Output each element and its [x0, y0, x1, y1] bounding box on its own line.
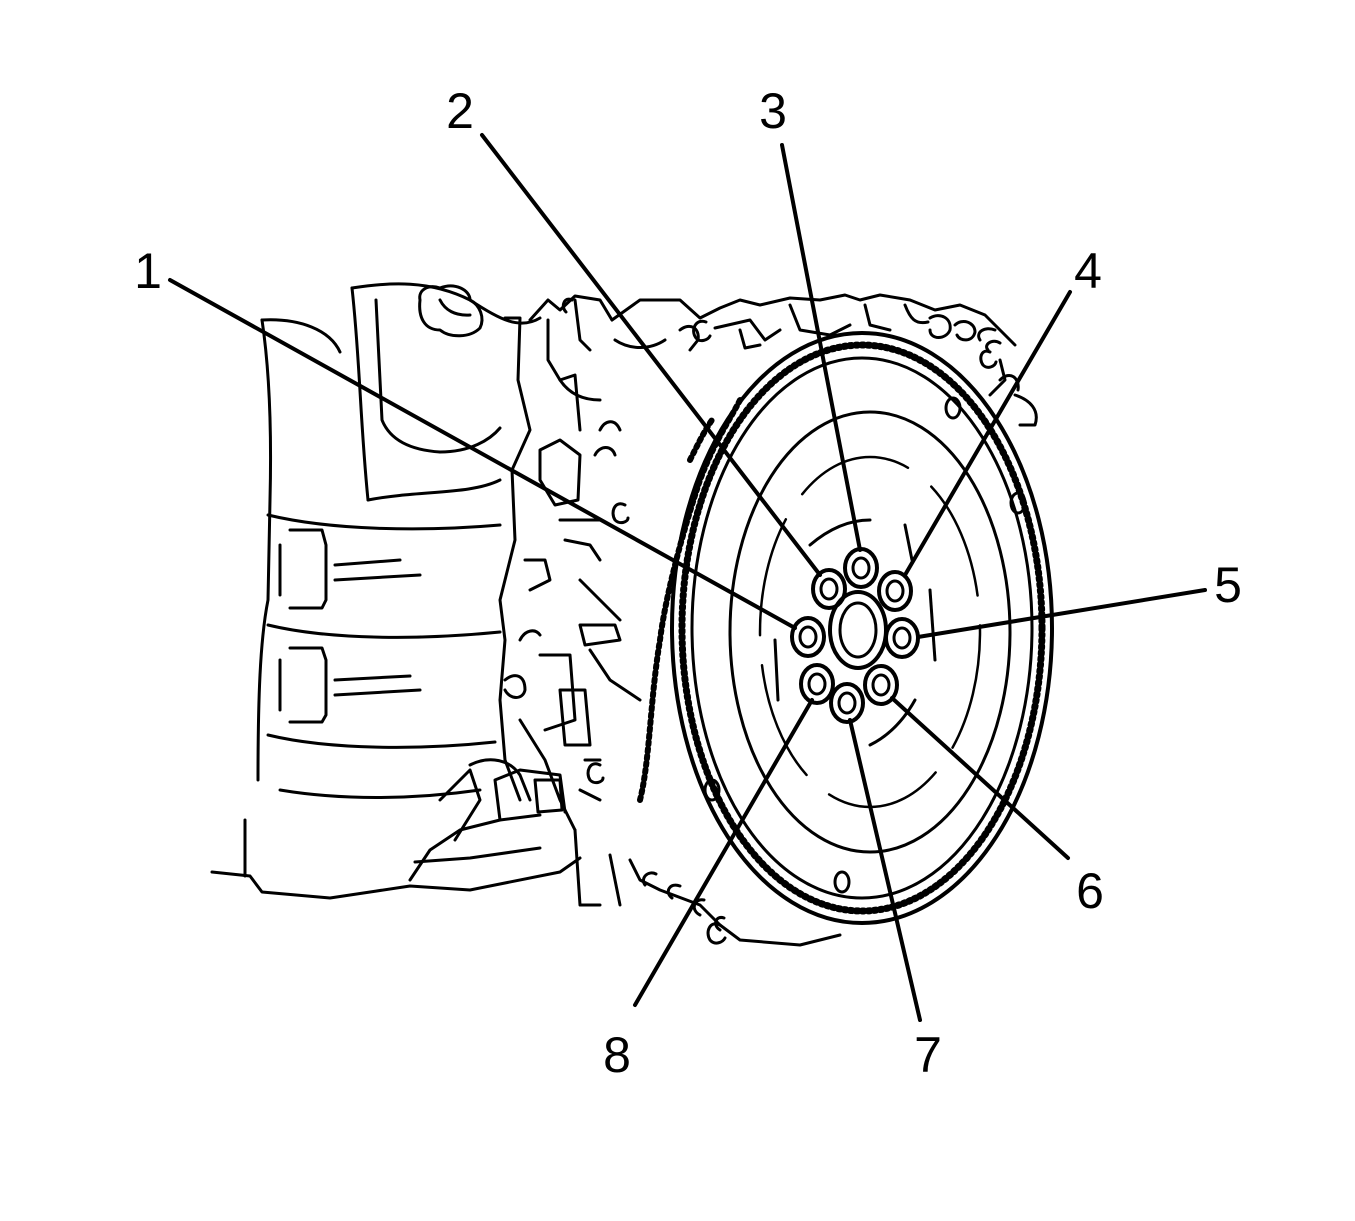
- leader-line-5: [916, 588, 1207, 639]
- leader-line-4: [903, 290, 1072, 577]
- bellhousing-edge: [628, 374, 1038, 947]
- bolt-6: [863, 664, 899, 706]
- callout-3: 3: [759, 83, 787, 139]
- callout-7: 7: [914, 1027, 942, 1083]
- bolt-4: [877, 570, 913, 612]
- bolt-group: [790, 547, 920, 724]
- leader-line-3: [780, 143, 862, 552]
- callout-4: 4: [1074, 243, 1102, 299]
- leader-line-6: [890, 696, 1070, 860]
- bolt-8: [799, 663, 835, 705]
- leader-line-8: [633, 698, 814, 1007]
- top-housing: [610, 293, 1017, 397]
- leader-line-7: [848, 718, 922, 1022]
- leader-line-2: [480, 133, 822, 577]
- pilot-bore-inner: [838, 601, 878, 659]
- flywheel-face: [728, 410, 1012, 854]
- callout-2: 2: [446, 83, 474, 139]
- bolt-3: [843, 547, 879, 589]
- bolt-1: [790, 616, 826, 658]
- ring-gear-inner: [690, 356, 1034, 900]
- callout-1: 1: [134, 243, 162, 299]
- ring-gear-teeth: [678, 341, 1046, 915]
- leader-lines: [168, 133, 1207, 1022]
- callout-6: 6: [1076, 863, 1104, 919]
- callout-8: 8: [603, 1027, 631, 1083]
- bolt-7: [829, 682, 865, 724]
- bolt-2: [811, 568, 847, 610]
- bolt-5: [884, 617, 920, 659]
- engine-block: [210, 282, 642, 907]
- leader-line-1: [168, 278, 797, 630]
- ring-gear-outer: [670, 331, 1054, 925]
- callout-labels: 1 2 3 4 5 6 7 8: [134, 83, 1242, 1083]
- callout-5: 5: [1214, 557, 1242, 613]
